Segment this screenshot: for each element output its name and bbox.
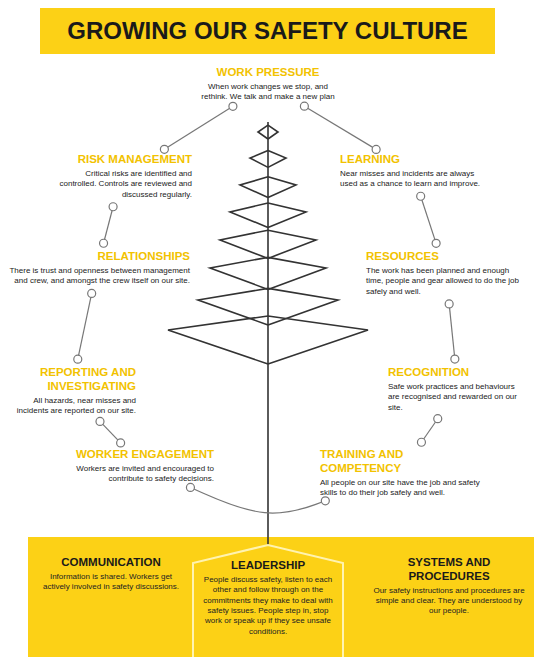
element-description: People discuss safety, listen to each ot… bbox=[201, 575, 335, 637]
chain-dot bbox=[321, 497, 329, 505]
chain-dot bbox=[109, 203, 117, 211]
chain-dot bbox=[88, 289, 96, 297]
element-description: Critical risks are identified and contro… bbox=[50, 169, 192, 200]
tree-branches bbox=[168, 125, 368, 364]
element-heading: LEADERSHIP bbox=[201, 559, 335, 573]
tree-branch bbox=[268, 151, 286, 168]
connector-line bbox=[104, 207, 114, 243]
culture-element: COMMUNICATION Information is shared. Work… bbox=[36, 556, 186, 593]
diagram-title: GROWING OUR SAFETY CULTURE bbox=[40, 8, 495, 54]
chain-dot bbox=[100, 239, 108, 247]
connector-chain bbox=[96, 417, 125, 447]
culture-element: TRAINING AND COMPETENCYAll people on our… bbox=[320, 448, 480, 498]
tree-branch bbox=[220, 230, 268, 258]
culture-element: WORKER ENGAGEMENT Workers are invited and… bbox=[72, 448, 214, 485]
element-heading: LEARNING bbox=[340, 153, 485, 167]
connector-chain bbox=[417, 192, 440, 247]
element-description: All hazards, near misses and incidents a… bbox=[6, 396, 136, 417]
connector-chain bbox=[100, 203, 118, 247]
culture-element: WORK PRESSURE When work changes we stop, … bbox=[198, 66, 338, 103]
element-description: There is trust and openness between mana… bbox=[4, 266, 190, 287]
element-heading: COMMUNICATION bbox=[36, 556, 186, 570]
chain-dot bbox=[300, 102, 308, 110]
element-heading: TRAINING AND COMPETENCY bbox=[320, 448, 480, 476]
element-heading: WORKER ENGAGEMENT bbox=[72, 448, 214, 462]
chain-dot bbox=[445, 300, 453, 308]
connector-line bbox=[78, 293, 92, 359]
element-heading: RESOURCES bbox=[366, 250, 526, 264]
connector-line bbox=[190, 487, 325, 513]
element-description: The work has been planned and enough tim… bbox=[366, 266, 526, 297]
tree-branch bbox=[268, 203, 306, 227]
tree-branch bbox=[268, 316, 368, 364]
tree-branch bbox=[250, 151, 268, 168]
connector-line bbox=[164, 106, 233, 149]
culture-element: REPORTING AND INVESTIGATINGAll hazards, … bbox=[6, 366, 136, 416]
chain-dot bbox=[117, 439, 125, 447]
element-description: Safe work practices and behaviours are r… bbox=[388, 382, 528, 413]
element-heading: SYSTEMS AND PROCEDURES bbox=[370, 556, 528, 584]
connector-line bbox=[421, 196, 436, 243]
element-description: All people on our site have the job and … bbox=[320, 478, 480, 499]
culture-element: RECOGNITION Safe work practices and behav… bbox=[388, 366, 528, 413]
tree-branch bbox=[198, 288, 268, 325]
connector-line bbox=[449, 304, 455, 359]
culture-element: LEARNING Near misses and incidents are al… bbox=[340, 153, 485, 190]
chain-dot bbox=[229, 102, 237, 110]
element-description: Our safety instructions and procedures a… bbox=[370, 586, 528, 617]
tree-branch bbox=[168, 316, 268, 364]
chain-dot bbox=[434, 415, 442, 423]
element-heading: RELATIONSHIPS bbox=[4, 250, 190, 264]
chain-dot bbox=[432, 239, 440, 247]
tree-branch bbox=[258, 125, 268, 139]
tree-branch bbox=[268, 125, 278, 139]
chain-dot bbox=[96, 417, 104, 425]
title-band: GROWING OUR SAFETY CULTURE bbox=[40, 8, 495, 54]
connector-chain bbox=[300, 102, 380, 153]
culture-element: RELATIONSHIPS There is trust and openness… bbox=[4, 250, 190, 287]
connector-chain bbox=[160, 102, 237, 153]
tree-branch bbox=[268, 177, 296, 198]
element-heading: RECOGNITION bbox=[388, 366, 528, 380]
chain-dot bbox=[372, 145, 380, 153]
chain-dot bbox=[160, 145, 168, 153]
chain-dot bbox=[451, 355, 459, 363]
tree-branch bbox=[268, 288, 338, 325]
element-description: When work changes we stop, and rethink. … bbox=[198, 82, 338, 103]
tree-trunk bbox=[267, 122, 269, 545]
leadership-block: LEADERSHIP People discuss safety, listen … bbox=[193, 545, 343, 657]
element-heading: WORK PRESSURE bbox=[198, 66, 338, 80]
element-heading: REPORTING AND INVESTIGATING bbox=[6, 366, 136, 394]
culture-element: RESOURCES The work has been planned and e… bbox=[366, 250, 526, 297]
element-description: Near misses and incidents are always use… bbox=[340, 169, 485, 190]
element-description: Information is shared. Workers get activ… bbox=[36, 572, 186, 593]
chain-dot bbox=[186, 483, 194, 491]
leadership-border bbox=[193, 545, 343, 657]
chain-dot bbox=[74, 355, 82, 363]
connector-chain bbox=[417, 415, 441, 447]
culture-element: RISK MANAGEMENT Critical risks are identi… bbox=[50, 153, 192, 200]
tree-branch bbox=[240, 177, 268, 198]
connector-chain bbox=[445, 300, 459, 363]
element-heading: RISK MANAGEMENT bbox=[50, 153, 192, 167]
connector-line bbox=[304, 106, 376, 149]
foundation-panel bbox=[28, 537, 534, 657]
culture-element: SYSTEMS AND PROCEDURESOur safety instruc… bbox=[370, 556, 528, 617]
tree-branch bbox=[268, 230, 316, 258]
tree-branch bbox=[210, 257, 268, 289]
tree-branch bbox=[268, 257, 326, 289]
chain-dot bbox=[417, 438, 425, 446]
connector-chain bbox=[74, 289, 96, 363]
connector-chain bbox=[186, 483, 329, 513]
chain-dot bbox=[417, 192, 425, 200]
element-description: Workers are invited and encouraged to co… bbox=[72, 464, 214, 485]
tree-branch bbox=[230, 203, 268, 227]
